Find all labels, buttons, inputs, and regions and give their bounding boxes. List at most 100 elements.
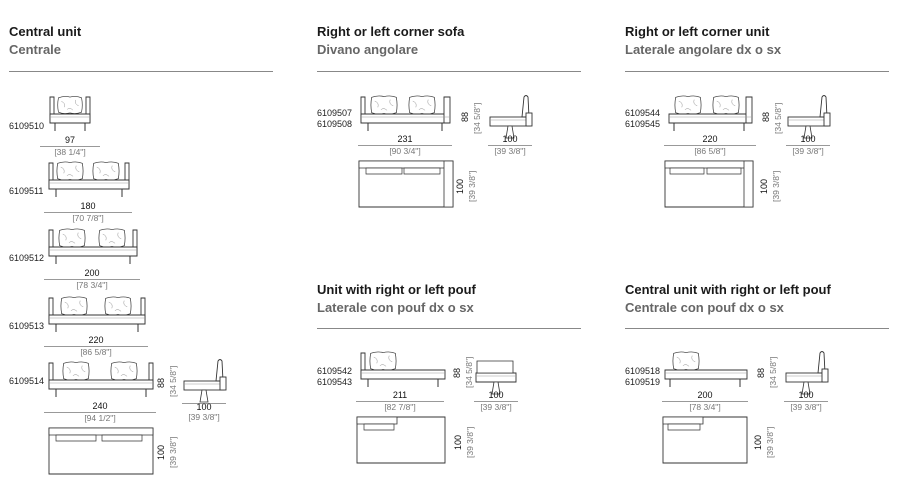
width-inches: [90 3/4"] [389,146,421,156]
width-cm: 180 [80,201,96,211]
sofa-front-view [664,351,748,391]
product-code: 6109513 [9,321,45,331]
sofa-front-view [48,228,138,268]
sofa-front-view [48,161,130,201]
width-cm: 211 [392,390,408,400]
width-cm: 220 [702,134,718,144]
depth-inches: [39 3/8"] [790,402,822,412]
dimension-line [182,403,226,404]
sofa-plan-view [356,416,446,464]
section-divider [317,328,581,329]
dimension-line [786,145,830,146]
product-code: 6109542 [317,366,353,376]
sofa-front-view [49,96,91,135]
depth-cm: 100 [488,390,504,400]
width-inches: [70 7/8"] [72,213,104,223]
section-subtitle: Laterale angolare dx o sx [625,42,782,57]
dimension-line [664,145,756,146]
sofa-side-view [489,95,533,139]
plan-depth-cm: 100 [156,444,166,460]
plan-depth-cm: 100 [753,434,763,450]
height-inches: [34 5/8"] [464,356,474,388]
dimension-line [40,146,100,147]
plan-depth-cm: 100 [453,434,463,450]
depth-inches: [39 3/8"] [188,412,220,422]
width-inches: [78 3/4"] [689,402,721,412]
width-cm: 200 [84,268,100,278]
depth-cm: 100 [196,402,212,412]
section-title: Central unit [9,24,82,39]
height-inches: [34 5/8"] [168,365,178,397]
width-cm: 220 [88,335,104,345]
plan-depth-inches: [39 3/8"] [765,426,775,458]
plan-depth-inches: [39 3/8"] [465,426,475,458]
depth-cm: 100 [798,390,814,400]
section-title: Central unit with right or left pouf [625,282,831,297]
width-inches: [94 1/2"] [84,413,116,423]
dimension-line [488,145,532,146]
dimension-line [356,401,444,402]
section-header-central-pouf: Central unit with right or left pouf Cen… [625,282,831,316]
depth-inches: [39 3/8"] [494,146,526,156]
dimension-line [44,412,156,413]
product-code: 6109510 [9,121,45,131]
sofa-front-view [48,361,154,401]
width-inches: [82 7/8"] [384,402,416,412]
product-code: 6109544 [625,108,661,118]
section-subtitle: Divano angolare [317,42,419,57]
plan-depth-inches: [39 3/8"] [168,436,178,468]
sofa-front-view [360,351,446,391]
product-code: 6109508 [317,119,353,129]
dimension-line [662,401,748,402]
depth-inches: [39 3/8"] [792,146,824,156]
width-cm: 240 [92,401,108,411]
section-title: Unit with right or left pouf [317,282,476,297]
section-divider [9,71,273,72]
sofa-plan-view [358,160,454,208]
sofa-plan-view [48,427,154,475]
plan-depth-inches: [39 3/8"] [771,170,781,202]
product-code: 6109507 [317,108,353,118]
sofa-side-view [785,351,829,395]
dimension-line [44,212,132,213]
section-title: Right or left corner sofa [317,24,465,39]
sofa-side-view [183,359,227,403]
sofa-front-view [668,95,756,135]
width-cm: 97 [64,135,75,145]
dimension-line [44,346,148,347]
section-divider [625,328,889,329]
sofa-side-view [787,95,831,139]
product-code: 6109511 [9,186,44,196]
product-code: 6109514 [9,376,45,386]
dimension-line [44,279,140,280]
section-header-corner-sofa: Right or left corner sofa Divano angolar… [317,24,464,58]
width-inches: [86 5/8"] [694,146,726,156]
plan-depth-cm: 100 [455,178,465,194]
width-inches: [86 5/8"] [80,347,112,357]
dimension-line [784,401,828,402]
product-code: 6109518 [625,366,661,376]
section-header-central: Central unit Centrale [9,24,81,58]
section-subtitle: Laterale con pouf dx o sx [317,300,474,315]
width-inches: [38 1/4"] [54,147,86,157]
plan-depth-inches: [39 3/8"] [467,170,477,202]
width-cm: 231 [397,134,413,144]
sofa-plan-view [664,160,754,208]
height-cm: 88 [452,367,462,378]
product-code: 6109545 [625,119,661,129]
dimension-line [358,145,452,146]
width-cm: 200 [697,390,713,400]
section-subtitle: Centrale con pouf dx o sx [625,300,784,315]
sofa-plan-view [662,416,748,464]
height-inches: [34 5/8"] [773,102,783,134]
height-inches: [34 5/8"] [768,356,778,388]
section-divider [317,71,581,72]
product-code: 6109512 [9,253,45,263]
product-code: 6109543 [317,377,353,387]
sofa-front-view [360,95,454,135]
section-subtitle: Centrale [9,42,62,57]
width-inches: [78 3/4"] [76,280,108,290]
depth-inches: [39 3/8"] [480,402,512,412]
height-cm: 88 [756,367,766,378]
height-inches: [34 5/8"] [472,102,482,134]
